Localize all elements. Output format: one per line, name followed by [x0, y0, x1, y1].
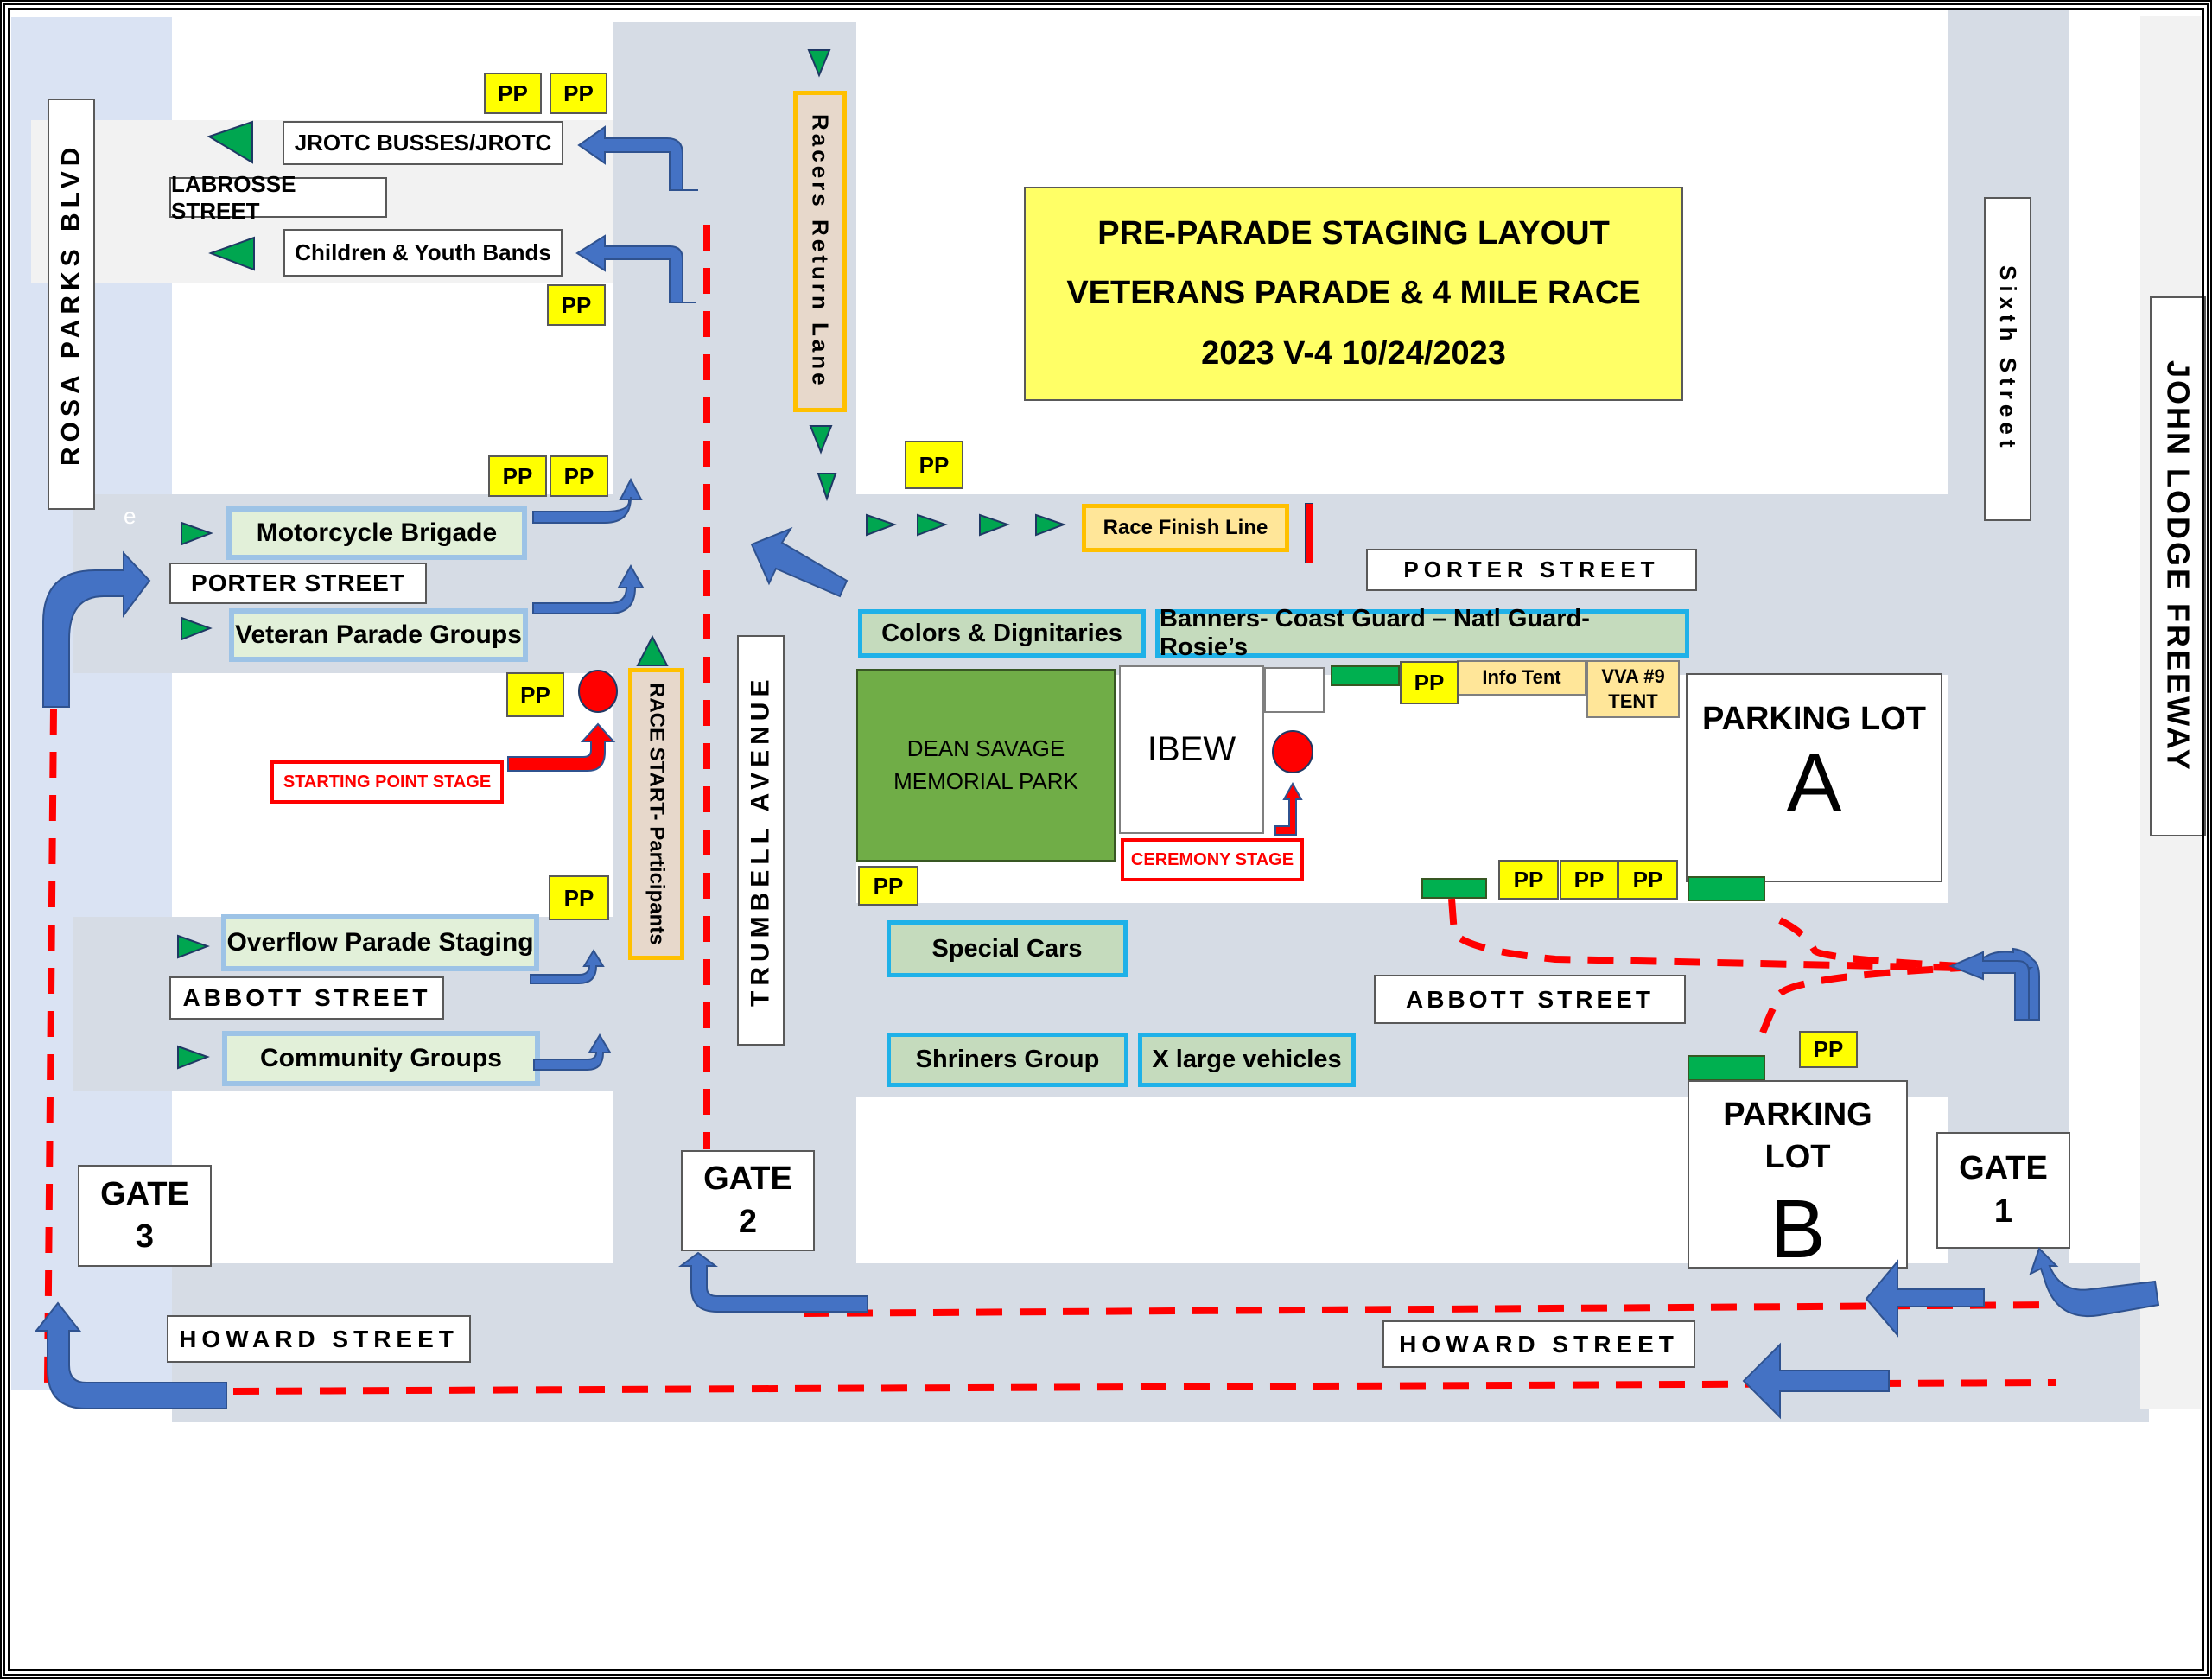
veteran-parade-groups: Veteran Parade Groups: [229, 608, 528, 662]
pp-marker: PP: [1400, 661, 1459, 704]
info-tent: Info Tent: [1457, 660, 1586, 696]
racers-return-lane: Racers Return Lane: [793, 91, 847, 412]
race-finish-line: Race Finish Line: [1082, 504, 1289, 552]
porter-left-label: PORTER STREET: [169, 563, 427, 604]
banners-group: Banners- Coast Guard – Natl Guard- Rosie…: [1155, 605, 1689, 661]
x-large-vehicles: X large vehicles: [1138, 1033, 1356, 1087]
stray-mark: e: [124, 503, 137, 529]
pp-marker: PP: [905, 441, 963, 489]
pp-marker: PP: [1560, 860, 1618, 900]
colors-dignitaries: Colors & Dignitaries: [858, 609, 1146, 658]
finish-line-marker: [1305, 503, 1313, 563]
jrotc-staging: JROTC BUSSES/JROTC: [283, 121, 563, 165]
pp-marker: PP: [858, 866, 918, 906]
barricade: [1688, 876, 1765, 901]
shriners-group: Shriners Group: [887, 1033, 1128, 1087]
special-cars: Special Cars: [887, 920, 1128, 977]
howard-right-label: HOWARD STREET: [1382, 1320, 1695, 1368]
pp-marker: PP: [549, 875, 609, 920]
pp-marker: PP: [550, 73, 607, 114]
pp-marker: PP: [1498, 860, 1559, 900]
overflow-parade-staging: Overflow Parade Staging: [221, 914, 539, 971]
starting-point-stage: STARTING POINT STAGE: [270, 760, 504, 804]
porter-right-label: PORTER STREET: [1366, 549, 1697, 591]
ibew-building: IBEW: [1119, 665, 1264, 834]
motorcycle-brigade: Motorcycle Brigade: [226, 506, 527, 560]
abbott-left-label: ABBOTT STREET: [169, 976, 444, 1020]
title-line-2: VETERANS PARADE & 4 MILE RACE: [1066, 275, 1641, 312]
pp-marker: PP: [506, 672, 564, 717]
john-lodge-label: JOHN LODGE FREEWAY: [2150, 296, 2206, 836]
title-line-1: PRE-PARADE STAGING LAYOUT: [1097, 215, 1610, 252]
children-bands-staging: Children & Youth Bands: [283, 229, 563, 277]
barricade: [1421, 878, 1487, 899]
parking-lot-b: PARKING LOT B: [1688, 1080, 1908, 1275]
dean-savage-memorial-park: DEAN SAVAGE MEMORIAL PARK: [856, 669, 1116, 862]
pp-marker: PP: [1618, 860, 1678, 900]
barricade: [1331, 665, 1400, 686]
title-box: PRE-PARADE STAGING LAYOUT VETERANS PARAD…: [1024, 187, 1683, 401]
title-line-3: 2023 V-4 10/24/2023: [1201, 334, 1506, 372]
sixth-street-label: Sixth Street: [1984, 197, 2031, 521]
small-building: [1264, 667, 1325, 713]
vva-tent: VVA #9 TENT: [1586, 660, 1680, 718]
race-start-lane: RACE START- Participants: [628, 668, 684, 960]
pp-marker: PP: [484, 73, 542, 114]
abbott-right-label: ABBOTT STREET: [1374, 975, 1686, 1024]
ceremony-stage: CEREMONY STAGE: [1121, 838, 1304, 881]
parking-lot-a: PARKING LOT A: [1686, 673, 1942, 882]
labrosse-label: LABROSSE STREET: [169, 171, 387, 224]
